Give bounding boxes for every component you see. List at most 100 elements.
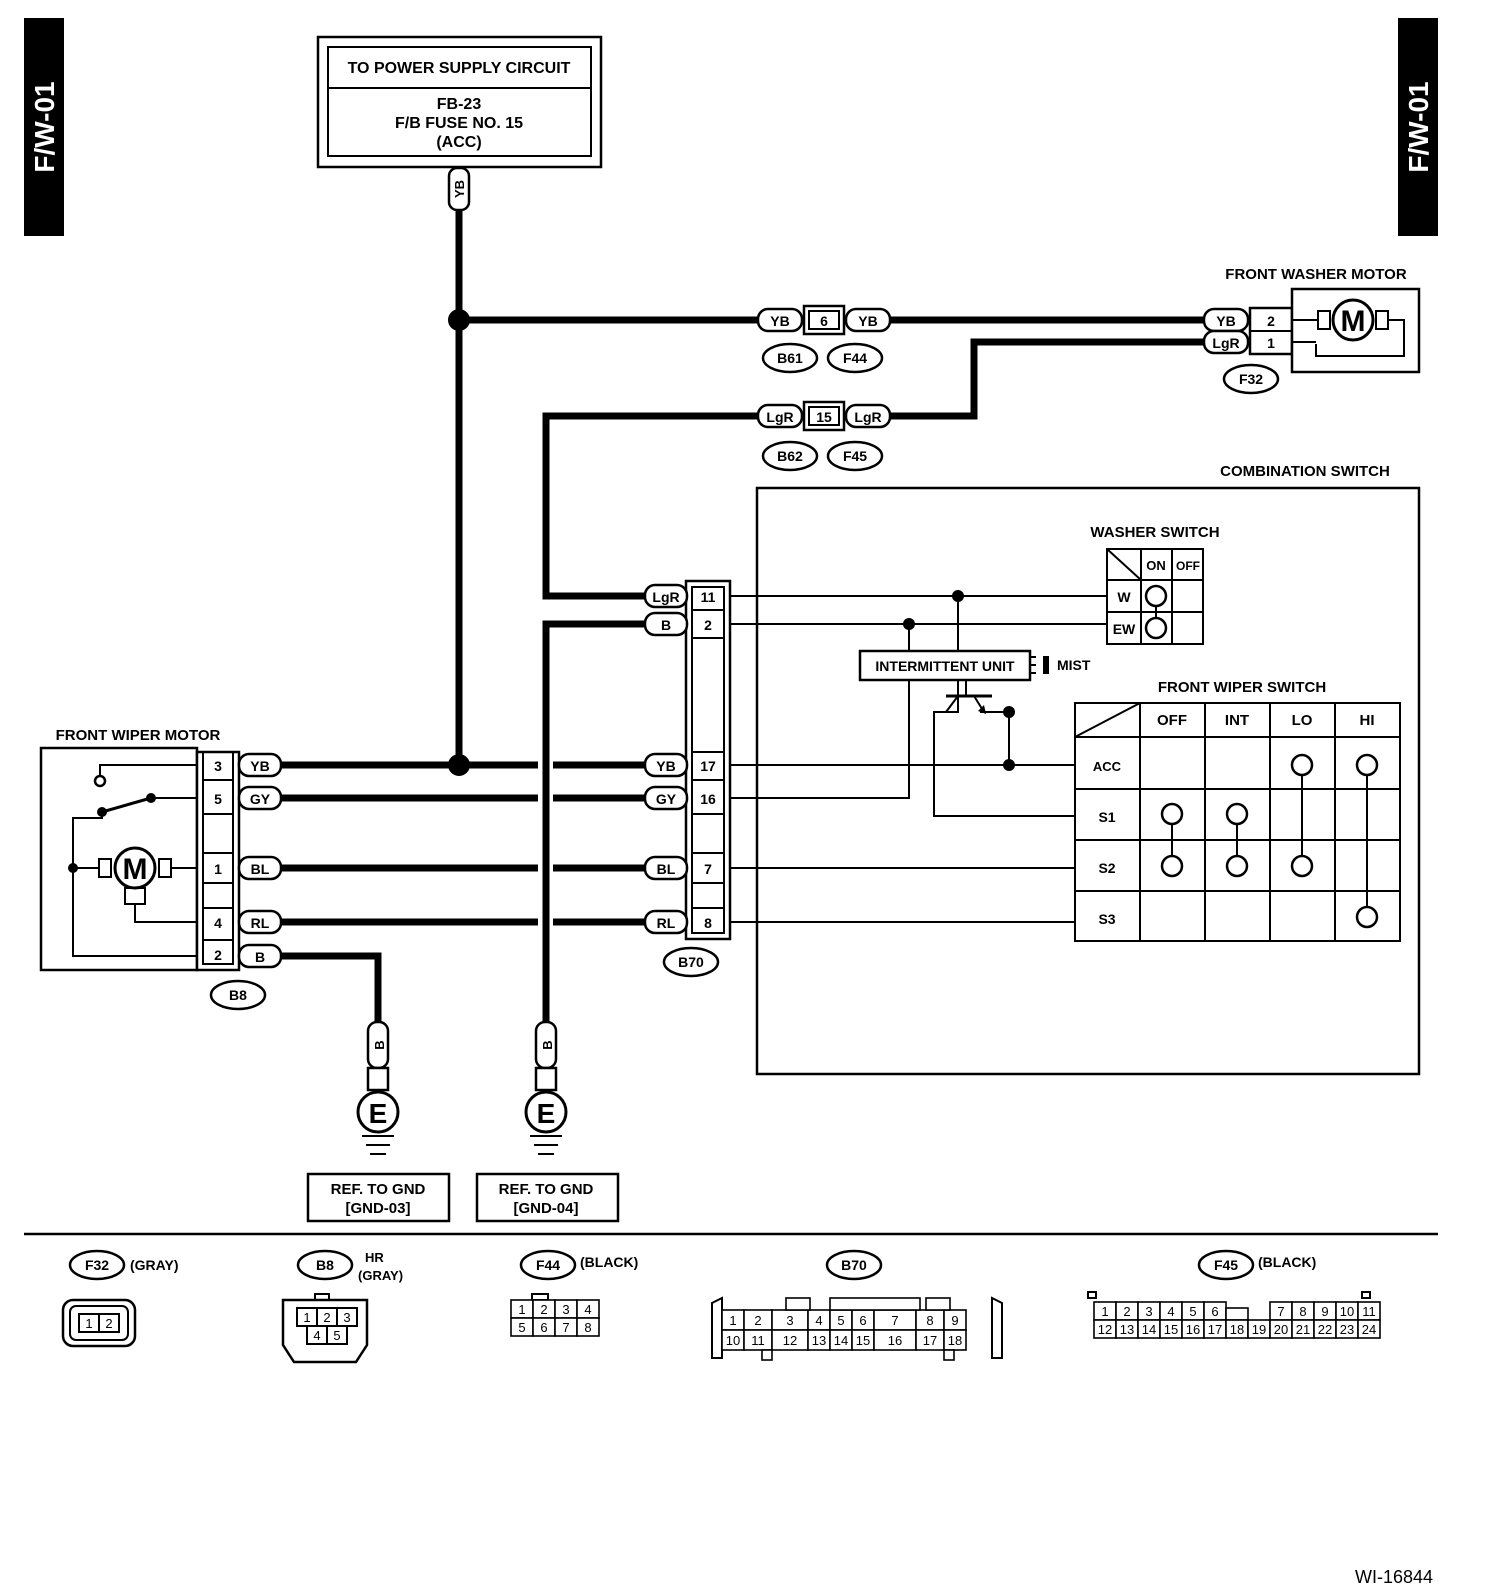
- power-supply-line1: FB-23: [437, 96, 482, 113]
- f45-pin-label: 9: [1321, 1304, 1328, 1319]
- b8-pin-label: 1: [303, 1310, 310, 1325]
- f44-pin-label: 8: [584, 1320, 591, 1335]
- b70-pin-label: 11: [751, 1333, 765, 1348]
- connector-f44: F44: [843, 350, 867, 366]
- f44-pin-label: 3: [562, 1302, 569, 1317]
- ground-gnd-04: B E REF. TO GND [GND-04]: [475, 1020, 620, 1223]
- b70-lock-tab: [925, 1297, 951, 1311]
- svg-text:B8: B8: [316, 1257, 334, 1273]
- f45-pin-label: 1: [1101, 1304, 1108, 1319]
- svg-text:B: B: [661, 617, 671, 633]
- svg-text:F32: F32: [85, 1257, 109, 1273]
- svg-text:8: 8: [704, 915, 712, 931]
- b70-pin-label: 13: [812, 1333, 826, 1348]
- connector-f32: F32: [1239, 371, 1263, 387]
- b8-pin-label: 3: [343, 1310, 350, 1325]
- svg-text:LO: LO: [1292, 712, 1313, 729]
- f44-pin-label: 5: [518, 1320, 525, 1335]
- svg-text:2: 2: [704, 617, 712, 633]
- b70-pin-label: 14: [834, 1333, 848, 1348]
- f45-pin-cell: [1357, 1319, 1381, 1339]
- connector-view-f45: F45 (BLACK): [1087, 1249, 1371, 1299]
- wiper-motor-title: FRONT WIPER MOTOR: [56, 727, 221, 744]
- svg-text:LgR: LgR: [854, 409, 881, 425]
- svg-text:F44: F44: [536, 1257, 560, 1273]
- svg-text:B: B: [255, 949, 265, 965]
- svg-text:2: 2: [1267, 313, 1275, 329]
- thin-wires: [730, 590, 1106, 923]
- f45-pin-label: 12: [1098, 1322, 1112, 1337]
- b8-pin-label: 5: [333, 1328, 340, 1343]
- svg-text:(GRAY): (GRAY): [358, 1268, 403, 1283]
- svg-text:YB: YB: [656, 758, 675, 774]
- svg-text:5: 5: [214, 791, 222, 807]
- f45-pin-label: 3: [1145, 1304, 1152, 1319]
- svg-text:INT: INT: [1225, 712, 1249, 729]
- svg-text:1: 1: [214, 861, 222, 877]
- svg-text:GY: GY: [656, 791, 677, 807]
- intermittent-unit: INTERMITTENT UNIT MIST: [858, 649, 1091, 682]
- pin-6: 6: [820, 313, 828, 329]
- svg-text:ON: ON: [1146, 558, 1166, 573]
- svg-text:EW: EW: [1113, 621, 1136, 637]
- connector-b70-block: 11 2 17 16 7 8 LgR B YB GY BL RL B70: [643, 579, 732, 978]
- b70-pin-label: 9: [951, 1313, 958, 1328]
- svg-text:YB: YB: [858, 313, 877, 329]
- svg-text:YB: YB: [452, 180, 467, 198]
- b70-pin-label: 2: [754, 1313, 761, 1328]
- combination-switch-title: COMBINATION SWITCH: [1220, 463, 1390, 480]
- svg-text:17: 17: [700, 758, 716, 774]
- b70-pin-label: 6: [859, 1313, 866, 1328]
- svg-text:S2: S2: [1098, 860, 1115, 876]
- f45-pin-label: 16: [1186, 1322, 1200, 1337]
- mist-label: MIST: [1057, 657, 1091, 673]
- yb-wire-label-vertical: YB: [447, 166, 471, 212]
- f44-pin-label: 4: [584, 1302, 591, 1317]
- power-supply-box: TO POWER SUPPLY CIRCUIT FB-23 F/B FUSE N…: [316, 35, 603, 169]
- connector-view-b70: B70: [711, 1249, 1003, 1359]
- svg-text:HI: HI: [1360, 712, 1375, 729]
- f45-pin-label: 19: [1252, 1322, 1266, 1337]
- f44-pin-cell: [576, 1317, 600, 1337]
- f45-pin-label: 11: [1362, 1304, 1376, 1319]
- svg-text:B70: B70: [841, 1257, 867, 1273]
- junction-b61-f44: YB 6 YB B61 F44: [756, 304, 892, 374]
- f44-pin-label: 7: [562, 1320, 569, 1335]
- b70-pin-label: 1: [729, 1313, 736, 1328]
- junction-b62-f45: LgR 15 LgR B62 F45: [756, 400, 892, 472]
- wiper-motor-symbol: M: [123, 853, 148, 886]
- b70-pin-label: 7: [891, 1313, 898, 1328]
- f45-pin-label: 6: [1211, 1304, 1218, 1319]
- svg-text:(BLACK): (BLACK): [580, 1254, 638, 1270]
- f45-pin-label: 4: [1167, 1304, 1174, 1319]
- document-id: WI-16844: [1355, 1567, 1433, 1587]
- f45-pin-label: 23: [1340, 1322, 1354, 1337]
- washer-motor-symbol: M: [1341, 305, 1366, 338]
- svg-text:S3: S3: [1098, 911, 1115, 927]
- svg-text:1: 1: [1267, 335, 1275, 351]
- washer-switch: WASHER SWITCH ON OFF W EW: [1090, 524, 1220, 645]
- f45-pin-label: 24: [1362, 1322, 1376, 1337]
- intermittent-label: INTERMITTENT UNIT: [875, 658, 1015, 674]
- f44-pin-label: 6: [540, 1320, 547, 1335]
- f45-pin-label: 20: [1274, 1322, 1288, 1337]
- f45-pin-label: 5: [1189, 1304, 1196, 1319]
- f45-pin-label: 21: [1296, 1322, 1310, 1337]
- b70-pin-cell: [943, 1329, 967, 1351]
- b70-key-tab: [943, 1349, 955, 1361]
- svg-text:2: 2: [105, 1316, 112, 1331]
- svg-text:LgR: LgR: [766, 409, 793, 425]
- power-supply-line2: F/B FUSE NO. 15: [395, 115, 523, 132]
- f44-pin-label: 1: [518, 1302, 525, 1317]
- svg-text:LgR: LgR: [652, 589, 679, 605]
- front-wiper-motor: FRONT WIPER MOTOR 3 5 1 4 2 YB GY BL RL …: [39, 727, 283, 1011]
- svg-text:(BLACK): (BLACK): [1258, 1254, 1316, 1270]
- svg-text:BL: BL: [657, 861, 676, 877]
- pin-15: 15: [816, 409, 832, 425]
- svg-text:OFF: OFF: [1157, 712, 1187, 729]
- f45-pin-label: 22: [1318, 1322, 1332, 1337]
- b70-pin-label: 8: [926, 1313, 933, 1328]
- f45-pin-label: 10: [1340, 1304, 1354, 1319]
